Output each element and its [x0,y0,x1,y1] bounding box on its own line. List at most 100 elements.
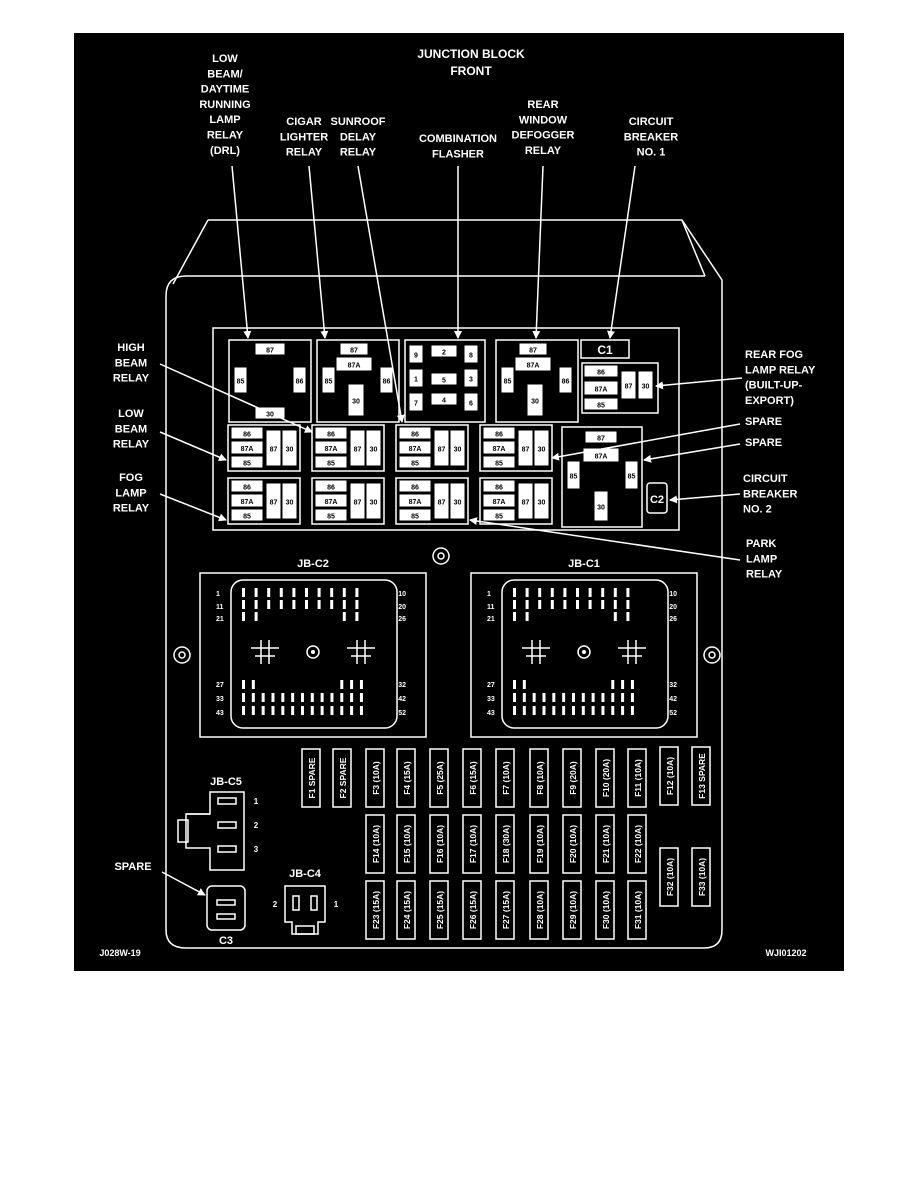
pin [281,693,285,702]
pin-number: 52 [398,710,406,717]
pin [355,600,359,609]
relay-row1-1-86 [315,427,347,439]
pin [630,693,634,702]
leader-low-beam [159,431,227,461]
pin [267,600,271,609]
relay-row1-2-86-label: 86 [411,432,419,439]
pin [300,706,304,715]
relay-row2-2 [395,477,469,525]
fuse-10-label: F10 (20A) [601,759,611,797]
fuse-6 [462,748,482,808]
defogger-relay-30 [527,384,543,416]
fuse-1-label: F1 SPARE [307,757,317,798]
pin-number: 43 [216,710,224,717]
callout-drl-relay: DAYTIME [201,84,250,96]
pin [552,693,556,702]
pin [242,693,245,702]
pin [317,600,321,609]
relay-row2-3-87a-label: 87A [493,499,506,506]
callout-circuit-breaker-2: BREAKER [743,488,797,500]
fuse-19 [529,814,549,874]
relay-row1-2-87 [434,430,449,466]
diagram-title: FRONT [450,64,492,78]
pin-number: 10 [669,591,677,598]
pin [254,600,258,609]
leader-park-lamp [469,517,741,561]
pin [576,600,579,609]
fuse-13-label: F13 SPARE [697,753,707,799]
pin [355,612,359,621]
fuse-26-label: F26 (15A) [468,891,478,929]
mount-bolt [173,646,191,664]
jb-c5-pin [217,821,237,829]
fuse-17 [462,814,482,874]
pin-number: 52 [669,710,677,717]
pin-number: 42 [669,696,677,703]
connector-jb-c2-center [306,645,320,659]
callout-rear-fog-relay: EXPORT) [745,395,794,407]
relay-row2-1-87a-label: 87A [325,499,338,506]
callout-rear-fog-relay: LAMP RELAY [745,364,816,376]
pin [340,706,344,715]
relay-row2-2-30 [450,483,465,519]
pin [251,693,255,702]
pin [513,612,516,621]
fuse-12-label: F12 (10A) [665,757,675,795]
callout-high-beam-relay: HIGH [117,342,145,354]
pin [271,706,275,715]
rear-fog-85 [584,398,618,410]
pin [522,680,526,689]
fuse-15-label: F15 (10A) [402,825,412,863]
fuse-21-label: F21 (10A) [601,825,611,863]
callout-high-beam-relay: RELAY [113,373,150,385]
relay-row2-1-30 [366,483,381,519]
pin [576,588,579,597]
relay-row2-2-85-label: 85 [411,514,419,521]
relay-row2-1-87 [350,483,365,519]
relay-row1-3-87 [518,430,533,466]
connector-jb-c1-label: JB-C1 [568,558,600,570]
pin [359,680,363,689]
relay-row2-0-85-label: 85 [243,514,251,521]
flasher-pin-label: 7 [414,401,418,408]
drl-relay [228,339,312,423]
pin [601,706,605,715]
jb-c5-label: JB-C5 [210,776,242,788]
leader-spare-1 [551,423,741,461]
pin [621,706,625,715]
callout-defogger-relay: RELAY [525,145,562,157]
connector-jb-c2-label: JB-C2 [297,558,329,570]
drl-relay-85-label: 85 [237,379,245,386]
cigar-lighter-relay-30-label: 30 [352,399,360,406]
relay-row2-3-85 [483,509,515,521]
relay-row2-2-87a [399,494,431,507]
pin [350,706,354,715]
pin [581,706,585,715]
jb-c5-pin [217,797,237,805]
pin [355,588,359,597]
cigar-lighter-relay-87-label: 87 [350,348,358,355]
relay-row2-2-87a-label: 87A [409,499,422,506]
pin [562,693,566,702]
fuse-29-label: F29 (10A) [568,891,578,929]
defogger-relay-86-label: 86 [562,379,570,386]
jb-c4-pin [292,895,300,911]
pin [591,706,595,715]
pin [621,693,625,702]
pin [630,706,634,715]
fuse-5-label: F5 (25A) [435,761,445,795]
fuse-1 [301,748,321,808]
callout-low-beam-relay: BEAM [115,423,147,435]
pin [591,693,595,702]
rear-fog-30 [638,371,653,399]
pin [320,693,324,702]
fuse-31-label: F31 (10A) [633,891,643,929]
relay-row2-3-85-label: 85 [495,514,503,521]
pin [359,706,363,715]
pin [300,693,304,702]
pin-number: 20 [398,604,406,611]
relay-row2-1-86-label: 86 [327,485,335,492]
callout-circuit-breaker-1: BREAKER [624,131,678,143]
relay-row1-0-85 [231,456,263,468]
cigar-lighter-relay-85-label: 85 [325,379,333,386]
